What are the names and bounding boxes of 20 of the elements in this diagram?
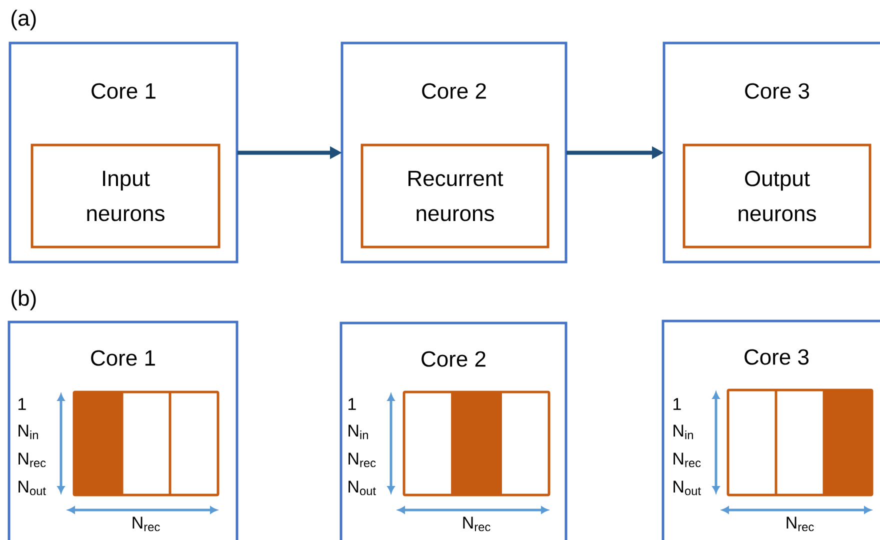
- row-label: N$_{rec}$: [348, 452, 376, 468]
- row-label: N$_{in}$: [674, 424, 693, 440]
- neuron-box: Recurrent neurons: [360, 144, 550, 248]
- row-label: N$_{in}$: [18, 424, 38, 440]
- panel-label: (a): [12, 10, 36, 30]
- panel-label: (b): [12, 290, 36, 310]
- dimension-label: N$_{rec}$: [786, 516, 814, 532]
- row-label: N$_{rec}$: [674, 452, 701, 468]
- row-label: 1: [18, 398, 26, 410]
- neuron-box: Input neurons: [30, 144, 220, 248]
- row-label: N$_{out}$: [674, 480, 701, 496]
- dimension-label: N$_{rec}$: [463, 516, 490, 532]
- row-label: N$_{in}$: [348, 424, 368, 440]
- neuron-box: Output neurons: [682, 144, 872, 248]
- row-label: 1: [674, 398, 681, 410]
- row-label: N$_{out}$: [348, 480, 376, 496]
- row-label: 1: [348, 398, 356, 410]
- row-label: N$_{rec}$: [18, 452, 46, 468]
- row-label: N$_{out}$: [18, 480, 46, 496]
- dimension-label: N$_{rec}$: [132, 516, 160, 532]
